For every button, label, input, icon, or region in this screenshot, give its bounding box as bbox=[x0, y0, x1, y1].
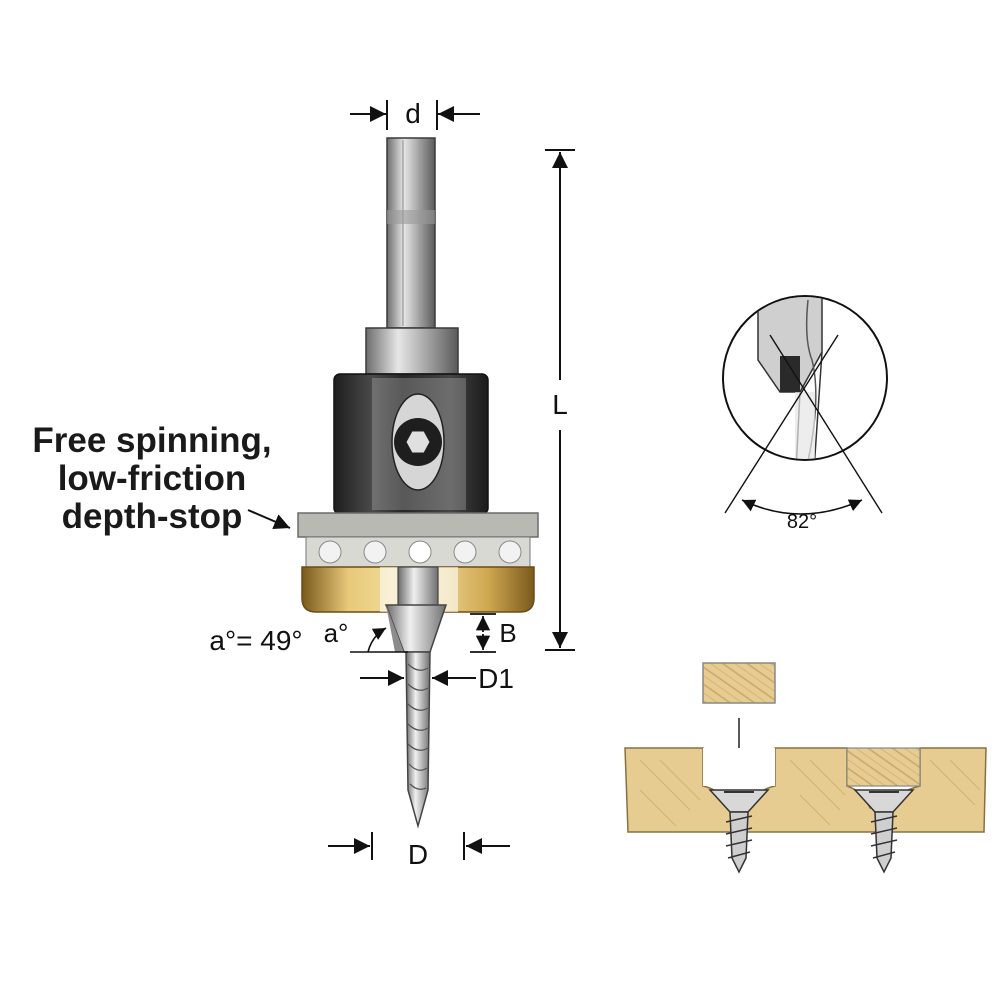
screw-left bbox=[708, 789, 770, 874]
label-B: B bbox=[499, 618, 516, 648]
drill-bit bbox=[405, 651, 431, 829]
tip-angle-detail bbox=[722, 295, 888, 515]
countersink-bit bbox=[297, 137, 539, 829]
callout-line-1: Free spinning, bbox=[32, 421, 272, 460]
dimension-d bbox=[350, 100, 480, 130]
bearing-top-plate bbox=[297, 512, 539, 538]
label-D1: D1 bbox=[478, 663, 514, 694]
hex-shank bbox=[386, 137, 436, 329]
label-d: d bbox=[405, 98, 421, 129]
wood-plug bbox=[702, 662, 776, 704]
wood-board bbox=[624, 747, 987, 833]
depth-stop-callout: Free spinning, low-friction depth-stop bbox=[22, 422, 282, 536]
label-angle-value: a°= 49° bbox=[209, 625, 302, 656]
callout-arrow bbox=[247, 509, 291, 530]
dimension-B bbox=[470, 613, 496, 653]
installed-plug bbox=[846, 747, 921, 787]
screw-right bbox=[853, 789, 915, 874]
ball-bearings bbox=[318, 540, 522, 564]
hex-socket-icon bbox=[405, 430, 431, 454]
callout-line-2: low-friction bbox=[57, 459, 247, 498]
label-D: D bbox=[408, 839, 428, 870]
label-angle-symbol: a° bbox=[324, 618, 349, 648]
shank-base bbox=[365, 327, 459, 375]
label-tip-angle: 82° bbox=[787, 511, 817, 533]
plug-installation-illustration bbox=[624, 662, 987, 874]
label-L: L bbox=[552, 389, 568, 420]
dimension-angle bbox=[350, 627, 408, 653]
callout-line-3: depth-stop bbox=[61, 497, 243, 536]
dimension-L bbox=[545, 149, 575, 651]
cutter-neck bbox=[397, 566, 439, 608]
dimension-D bbox=[328, 832, 510, 860]
